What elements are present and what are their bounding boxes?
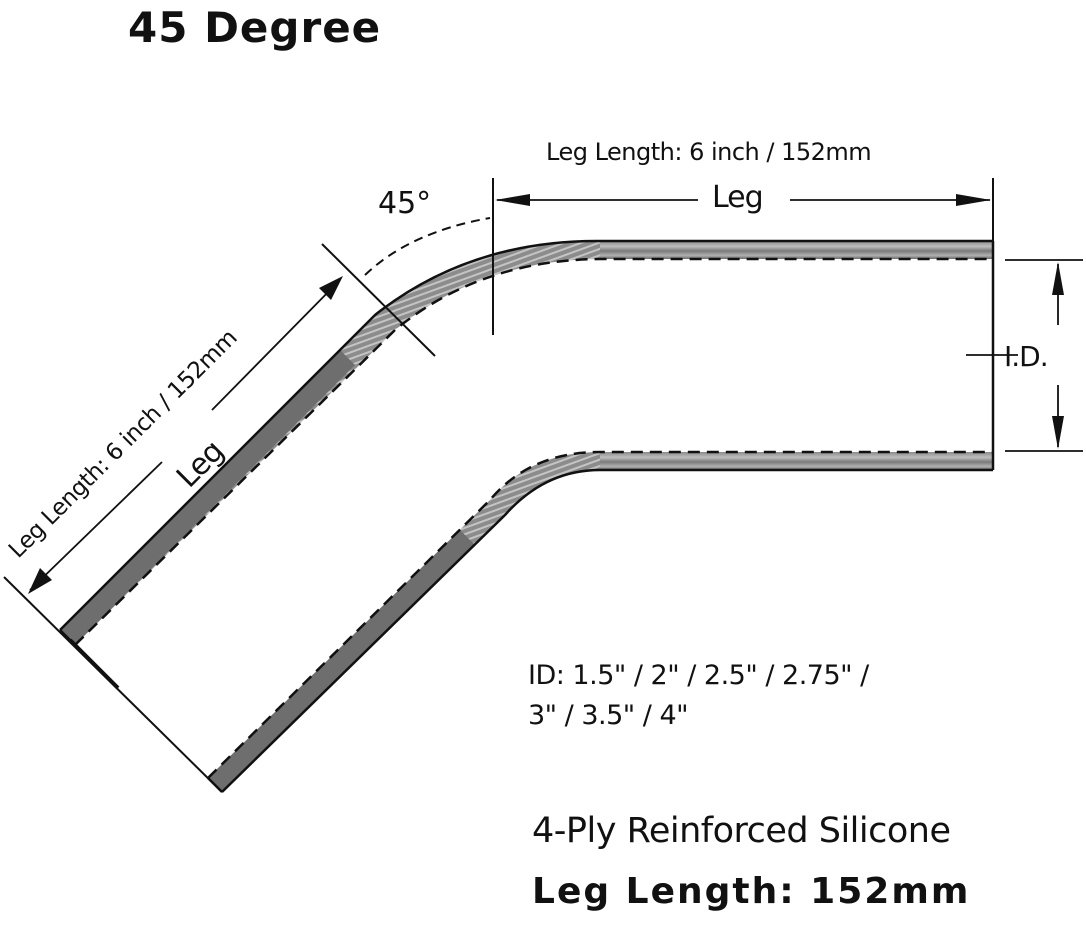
top-leg-dimension-label: Leg	[712, 180, 764, 215]
bend-section-line	[321, 243, 436, 357]
id-options-line-2: 3" / 3.5" / 4"	[528, 700, 689, 731]
tube-outer-wall	[59, 239, 993, 646]
tube-inner-wall	[207, 450, 993, 793]
angle-arc	[364, 217, 491, 276]
inner-diameter-label: I.D.	[1004, 340, 1049, 373]
angle-label: 45°	[378, 186, 432, 221]
page-title: 45 Degree	[128, 3, 382, 52]
top-leg-length-label: Leg Length: 6 inch / 152mm	[546, 138, 872, 166]
id-dimension	[966, 259, 1083, 452]
top-leg-dimension	[495, 194, 991, 206]
inner-diameter-options: ID: 1.5" / 2" / 2.5" / 2.75" / 3" / 3.5"…	[528, 656, 869, 736]
diagonal-leg-dimension	[28, 276, 343, 594]
leg-length-spec: Leg Length: 152mm	[532, 871, 971, 912]
id-options-line-1: ID: 1.5" / 2" / 2.5" / 2.75" /	[528, 660, 869, 691]
material-spec: 4-Ply Reinforced Silicone	[532, 811, 951, 851]
